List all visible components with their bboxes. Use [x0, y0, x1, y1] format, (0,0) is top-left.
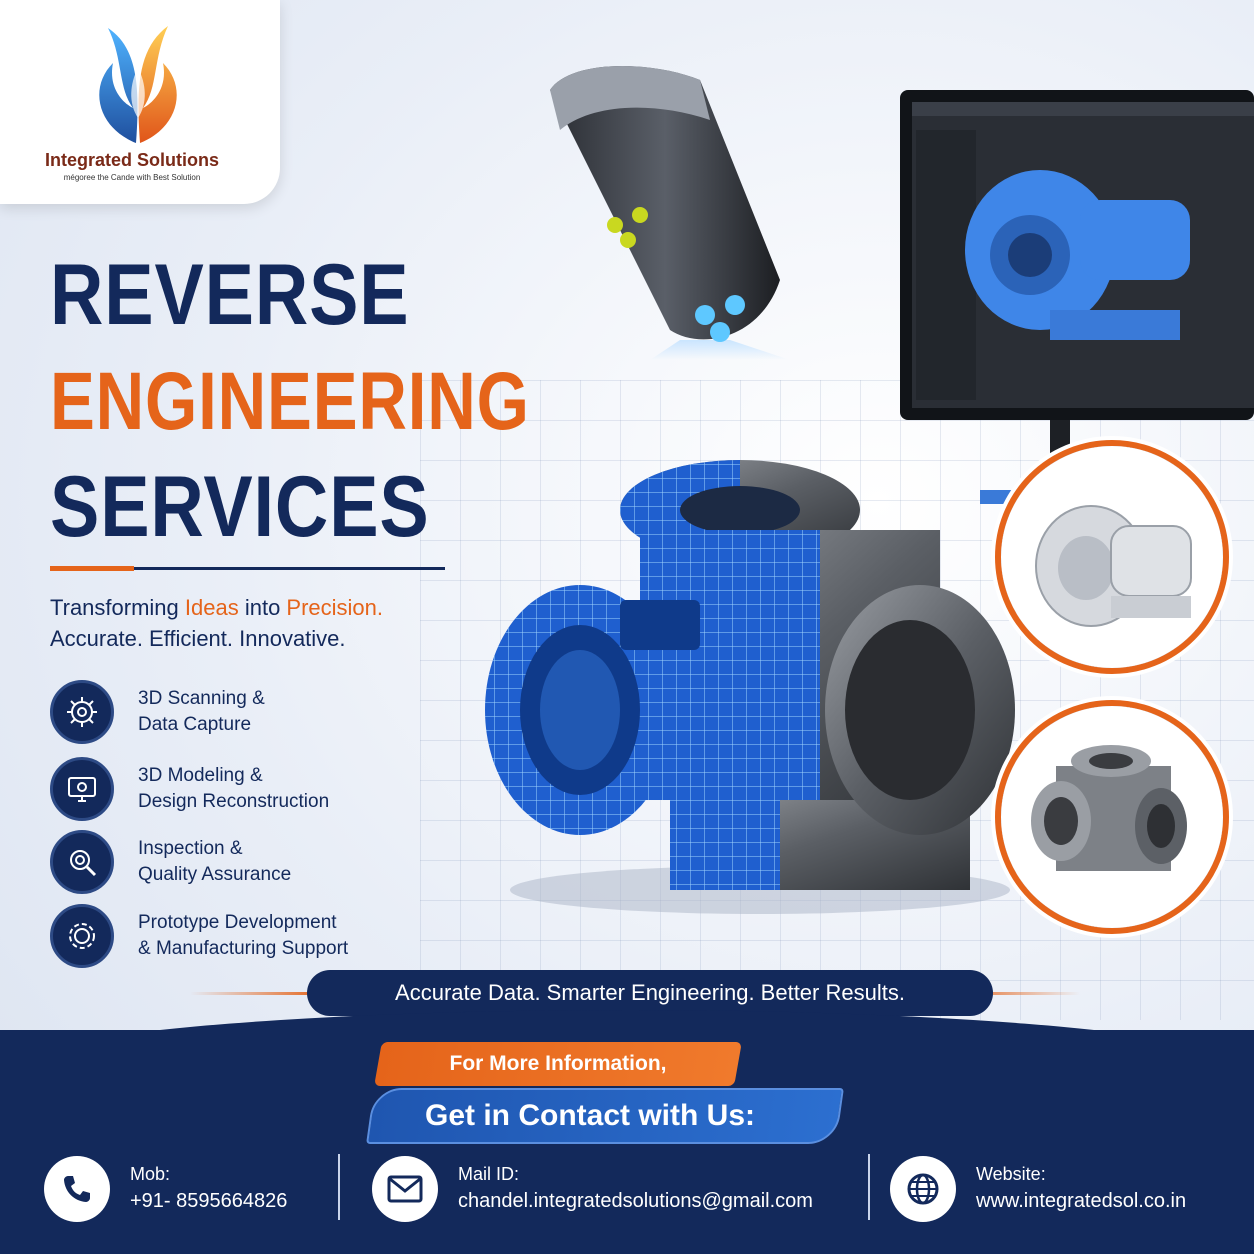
headline-line-2: ENGINEERING: [50, 356, 530, 447]
info-text: For More Information,: [449, 1052, 667, 1075]
monitor-icon: [50, 757, 114, 821]
service-item: Prototype Development & Manufacturing Sup…: [50, 904, 450, 968]
tagline-line-2: Accurate. Efficient. Innovative.: [50, 626, 346, 651]
mail-contact[interactable]: Mail ID: chandel.integratedsolutions@gma…: [372, 1150, 852, 1240]
gear-scan-icon: [50, 680, 114, 744]
tagline-line-1: Transforming Ideas into Precision.: [50, 595, 383, 621]
headline-divider: [50, 566, 445, 571]
service-subtitle: Data Capture: [138, 714, 252, 735]
brand-name: Integrated Solutions: [44, 150, 219, 170]
contact-divider: [868, 1154, 870, 1220]
tagline-middle: into: [238, 595, 287, 620]
phone-contact[interactable]: Mob: +91- 8595664826: [44, 1150, 334, 1240]
magnifier-gear-icon: [50, 830, 114, 894]
service-title: Inspection &: [138, 838, 243, 859]
gear-icon: [50, 904, 114, 968]
contact-divider: [338, 1154, 340, 1220]
logo-card: Integrated Solutions mégoree the Cande w…: [0, 0, 280, 204]
headline-line-3: SERVICES: [50, 459, 430, 555]
tagline-precision: Precision.: [286, 595, 384, 620]
web-label: Website:: [976, 1164, 1046, 1184]
service-item: Inspection & Quality Assurance: [50, 830, 450, 894]
contact-heading: Get in Contact with Us:: [425, 1099, 755, 1132]
web-contact[interactable]: Website: www.integratedsol.co.in: [890, 1150, 1230, 1240]
metal-cross-fitting-icon: [1001, 706, 1223, 928]
service-item: 3D Scanning & Data Capture: [50, 680, 450, 744]
mail-address[interactable]: chandel.integratedsolutions@gmail.com: [458, 1190, 813, 1212]
mail-label: Mail ID:: [458, 1164, 520, 1184]
mail-icon: [372, 1156, 438, 1222]
3d-scanner-illustration: [550, 66, 790, 360]
globe-icon: [890, 1156, 956, 1222]
tagline-ideas: Ideas: [184, 595, 239, 620]
flame-logo-icon: [99, 26, 177, 143]
slogan-banner: Accurate Data. Smarter Engineering. Bett…: [307, 970, 993, 1016]
service-subtitle: & Manufacturing Support: [138, 938, 349, 959]
pump-housing-illustration: [485, 460, 1015, 914]
service-subtitle: Quality Assurance: [138, 864, 292, 885]
phone-number[interactable]: +91- 8595664826: [130, 1190, 288, 1212]
service-title: Prototype Development: [138, 912, 337, 933]
phone-label: Mob:: [130, 1164, 171, 1184]
headline-line-1: REVERSE: [50, 247, 410, 343]
service-item: 3D Modeling & Design Reconstruction: [50, 757, 450, 821]
phone-icon: [44, 1156, 110, 1222]
web-url[interactable]: www.integratedsol.co.in: [976, 1190, 1187, 1212]
tagline-prefix: Transforming: [50, 595, 185, 620]
brand-tagline: mégoree the Cande with Best Solution: [63, 173, 201, 182]
service-title: 3D Scanning &: [138, 688, 265, 709]
cad-model-thumbnail: [995, 440, 1229, 674]
cad-monitor-illustration: [900, 90, 1254, 504]
service-title: 3D Modeling &: [138, 765, 263, 786]
service-subtitle: Design Reconstruction: [138, 791, 330, 812]
pump-wireframe-icon: [1001, 446, 1223, 668]
metal-part-thumbnail: [995, 700, 1229, 934]
